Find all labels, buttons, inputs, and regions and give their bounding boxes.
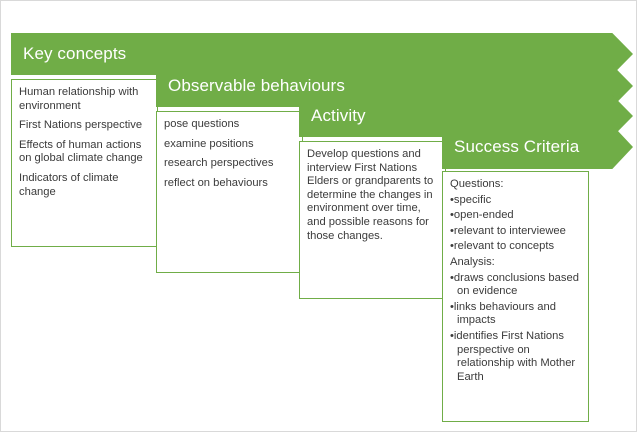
stage-1-item-0: Human relationship with environment [19, 86, 139, 112]
stage-2-content-box[interactable]: pose questions examine positions researc… [156, 111, 303, 273]
stage-4-group-0-bullet-2: •relevant to interviewee [450, 224, 566, 237]
stage-4-group-0-bullet-1: •open-ended [450, 209, 514, 222]
stage-4-group-1-label: Analysis: [450, 255, 495, 268]
bullet-text: relevant to concepts [453, 240, 555, 253]
stage-2-item-1: examine positions [164, 137, 254, 150]
stage-4-content-box[interactable]: Questions: •specific •open-ended •releva… [442, 171, 589, 422]
stage-3-item-0: Develop questions and interview First Na… [307, 148, 434, 242]
bullet-text: specific [453, 193, 492, 206]
stage-2-item-0: pose questions [164, 118, 240, 130]
bullet-text: relevant to interviewee [453, 224, 566, 237]
stage-4-group-0-label: Questions: [450, 178, 504, 190]
stage-1-item-3: Indicators of climate change [19, 171, 119, 198]
chevron-stage-4-body [442, 125, 587, 169]
stage-1-content-box[interactable]: Human relationship with environment Firs… [11, 79, 158, 247]
chevron-stage-4[interactable]: Success Criteria [442, 125, 633, 169]
stage-4-group-1-bullet-0: •draws conclusions based on evidence [450, 271, 579, 298]
stage-3-header-label: Activity [311, 106, 366, 125]
stage-4-group-1-bullet-2: •identifies First Nations perspective on… [450, 329, 576, 383]
stage-2-item-3: reflect on behaviours [164, 176, 268, 189]
stage-4-group-1-bullet-1: •links behaviours and impacts [450, 300, 556, 327]
stage-4-group-0-bullet-3: •relevant to concepts [450, 240, 555, 253]
stage-2-item-2: research perspectives [164, 157, 274, 170]
bullet-text: draws conclusions based on evidence [453, 271, 579, 298]
stage-1-header-label: Key concepts [23, 44, 127, 63]
bullet-text: links behaviours and impacts [453, 300, 556, 327]
chevron-stage-4-arrowhead [587, 125, 633, 169]
stage-1-item-2: Effects of human actions on global clima… [19, 138, 143, 165]
bullet-text: identifies First Nations perspective on … [453, 329, 576, 383]
stage-4-group-0-bullet-0: •specific [450, 193, 492, 206]
stage-1-item-1: First Nations perspective [19, 119, 143, 132]
stage-4-header-label: Success Criteria [454, 137, 580, 156]
stage-3-content-box[interactable]: Develop questions and interview First Na… [299, 141, 446, 299]
bullet-text: open-ended [453, 209, 514, 222]
stage-2-header-label: Observable behaviours [168, 76, 345, 95]
